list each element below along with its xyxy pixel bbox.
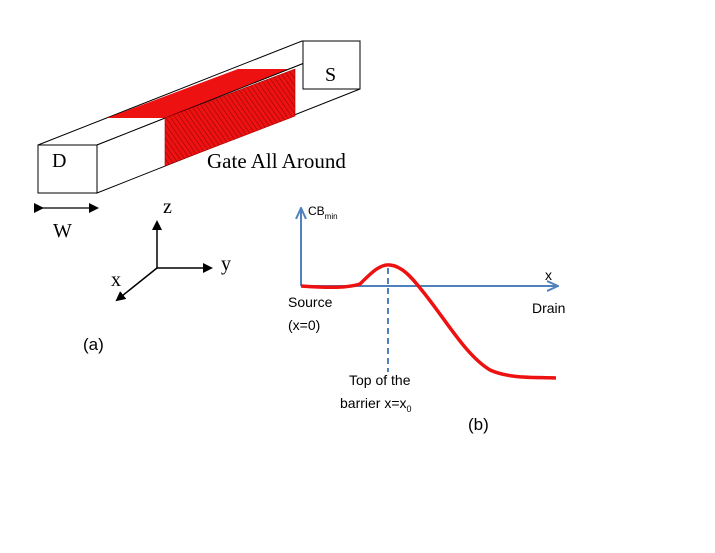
axis-x-label: x bbox=[111, 269, 121, 291]
figure-b-label: (b) bbox=[468, 415, 489, 434]
barrier-line-2: barrier x=x0 bbox=[340, 395, 412, 414]
cb-min-label: CBmin bbox=[308, 204, 338, 221]
source-label: S bbox=[325, 64, 336, 86]
drain-label: D bbox=[52, 150, 66, 172]
width-label: W bbox=[53, 220, 72, 242]
barrier-line-2-main: barrier x=x bbox=[340, 395, 407, 411]
gate-top bbox=[107, 69, 295, 118]
cb-min-main: CB bbox=[308, 204, 325, 218]
barrier-sub: 0 bbox=[407, 404, 412, 414]
cb-min-sub: min bbox=[325, 212, 338, 221]
figure-a-label: (a) bbox=[83, 335, 104, 354]
source-line-1: Source bbox=[288, 294, 333, 310]
drain-axis-label: Drain bbox=[532, 300, 565, 316]
nanowire-device bbox=[37, 40, 361, 194]
drain-front-face bbox=[37, 144, 98, 194]
gate-label: Gate All Around bbox=[207, 149, 346, 173]
conduction-band-curve bbox=[300, 263, 557, 380]
axis-y-label: y bbox=[221, 253, 231, 275]
coordinate-axes bbox=[115, 220, 213, 302]
x-axis-label: x bbox=[545, 267, 552, 283]
axis-z-label: z bbox=[163, 196, 172, 218]
source-line-2: (x=0) bbox=[288, 317, 320, 333]
band-diagram-axes bbox=[301, 209, 557, 372]
barrier-line-1: Top of the bbox=[349, 372, 411, 388]
source-end-face bbox=[302, 40, 361, 90]
gate-side bbox=[164, 68, 296, 167]
